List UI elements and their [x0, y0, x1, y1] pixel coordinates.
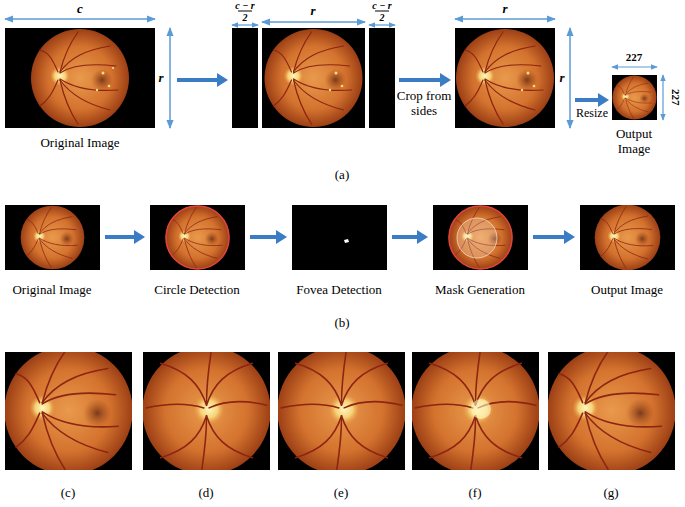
image-panel: (c) — [5, 352, 132, 470]
panel-caption: Circle Detection — [154, 283, 240, 298]
image-panel: Output Image — [580, 205, 675, 270]
fundus-image — [612, 75, 657, 120]
arrow-head — [598, 93, 609, 107]
fundus-image — [455, 28, 555, 128]
flow-arrow — [105, 230, 145, 244]
arrow-shaft — [575, 98, 600, 102]
dimension-label: r — [310, 4, 315, 19]
image-panel: crOriginal Image — [5, 28, 155, 128]
arrow-shaft — [177, 78, 219, 82]
dimension-line — [169, 28, 171, 128]
arrow-head — [564, 230, 575, 244]
arrow-head — [217, 73, 228, 87]
fundus-image — [547, 346, 675, 474]
arrow-head — [440, 73, 451, 87]
arrow-label: Crop from sides — [393, 89, 455, 119]
panel-caption: (c) — [61, 486, 75, 501]
image-panel: 227227Output Image — [612, 75, 657, 120]
dimension-label: 227 — [626, 51, 643, 64]
arrow-shaft — [399, 78, 442, 82]
flow-arrow — [533, 230, 575, 244]
fraction-bar — [238, 11, 252, 12]
panel-caption: (g) — [603, 486, 618, 501]
dimension-label: r — [559, 71, 564, 86]
dimension-line — [612, 66, 657, 67]
arrow-shaft — [392, 235, 419, 239]
image-panel: (f) — [412, 352, 539, 470]
dimension-label: r — [158, 71, 163, 86]
fundus-image — [5, 205, 100, 270]
flow-arrow — [177, 73, 228, 87]
dimension-line — [455, 18, 555, 20]
dimension-label: c − r — [235, 0, 254, 11]
panel-caption: Output Image — [591, 283, 663, 298]
circle-detection-image — [150, 205, 245, 270]
flow-arrow — [575, 93, 609, 107]
dimension-label: c — [77, 2, 83, 17]
arrow-shaft — [250, 235, 278, 239]
arrow-shaft — [105, 235, 136, 239]
subfigure-label: (a) — [335, 168, 349, 183]
dimension-label: 2 — [243, 12, 248, 23]
fraction-bar — [375, 11, 389, 12]
panel-caption: Fovea Detection — [296, 283, 382, 298]
dimension-line — [662, 75, 663, 120]
flow-arrow — [250, 230, 287, 244]
arrow-head — [417, 230, 428, 244]
image-panel: Circle Detection — [150, 205, 245, 270]
panel-caption: (e) — [334, 486, 348, 501]
panel-caption: Mask Generation — [435, 283, 525, 298]
fovea-mask-image — [292, 205, 387, 270]
dimension-label: 227 — [669, 89, 682, 106]
image-panel: (d) — [143, 352, 270, 470]
flow-arrow — [392, 230, 428, 244]
fundus-image — [262, 28, 365, 128]
image-panel: Mask Generation — [433, 205, 528, 270]
dimension-label: 2 — [380, 12, 385, 23]
flow-arrow — [399, 73, 451, 87]
arrow-head — [134, 230, 145, 244]
image-panel: (g) — [548, 352, 675, 470]
image-panel: Fovea Detection — [292, 205, 387, 270]
dimension-line — [232, 24, 258, 25]
dimension-line — [262, 21, 365, 23]
fundus-image — [411, 346, 539, 474]
image-panel: (e) — [278, 352, 405, 470]
image-panel: c − r2rc − r2 — [232, 28, 395, 128]
panel-caption: Original Image — [12, 283, 91, 298]
panel-caption: (f) — [469, 486, 482, 501]
dimension-line — [5, 18, 155, 20]
image-panel: rr — [455, 28, 555, 128]
arrow-head — [276, 230, 287, 244]
image-panel: Original Image — [5, 205, 100, 270]
fundus-image — [580, 205, 675, 271]
arrow-shaft — [533, 235, 566, 239]
arrow-label: Resize — [576, 107, 608, 121]
subfigure-label: (b) — [334, 316, 349, 331]
panel-caption: Original Image — [40, 136, 119, 151]
dimension-line — [569, 28, 571, 128]
panel-caption: (d) — [198, 486, 213, 501]
fundus-image — [5, 28, 155, 128]
dimension-line — [369, 24, 395, 25]
side-strip — [232, 28, 258, 128]
panel-caption: Output Image — [604, 127, 664, 157]
fundus-image — [142, 346, 270, 474]
fundus-image — [4, 346, 132, 474]
fundus-image — [277, 346, 405, 474]
mask-generation-image — [433, 205, 528, 270]
dimension-label: r — [502, 2, 507, 17]
dimension-label: c − r — [372, 0, 391, 11]
side-strip — [369, 28, 395, 128]
